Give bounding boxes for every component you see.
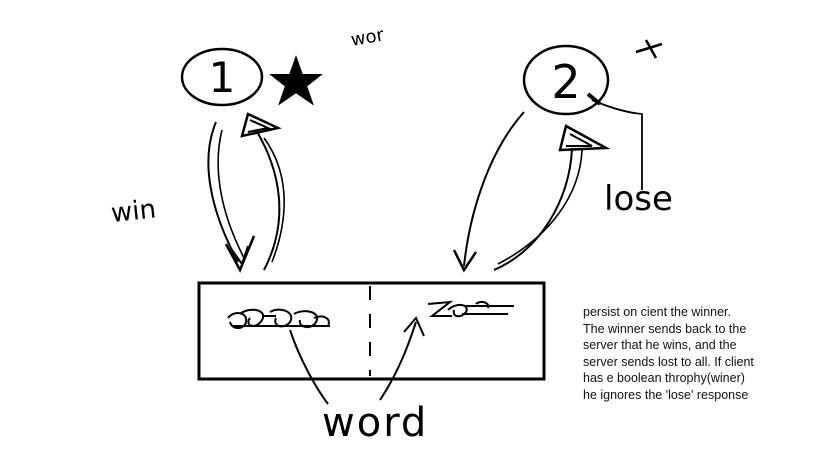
note-line-6: he ignores the 'lose' response [583,387,749,402]
client-1-ellipse [180,47,264,107]
lose-label: lose [604,179,673,219]
star-icon [269,54,323,106]
cross-mark-icon [635,39,663,59]
word-label: word [322,400,428,446]
lose-arrow-up [493,124,611,271]
server-box [197,281,546,381]
note-line-1: persist on cient the winner. [583,305,731,319]
client-1-label: 1 [209,53,236,102]
server-box-frame [197,281,546,381]
note-line-3: server that he wins, and the [583,338,737,353]
note-line-2: The winner sends back to the [583,321,747,336]
lose-pointer-tip [586,92,602,106]
down-arrow-from-client-2 [452,111,525,273]
word-pointer-right [379,316,425,401]
up-arrow-to-client-1 [240,112,285,271]
client-1-node: 1 [180,47,264,107]
client-2-ellipse [522,44,610,116]
client-2-label: 2 [551,55,580,109]
note-line-4: server sends lost to all. If client [583,354,754,369]
note-line-5: has e boolean throphy(winer) [583,371,745,386]
star-annotation: wor [349,24,386,51]
win-arrow-down [207,121,256,273]
word-pointer-left [289,329,329,405]
explanation-note: persist on cient the winner. The winner … [583,304,783,404]
win-label: win [110,194,158,229]
client-2-node: 2 [522,44,610,116]
scribbled-word-1 [227,308,330,329]
scribbled-word-2 [427,300,514,318]
